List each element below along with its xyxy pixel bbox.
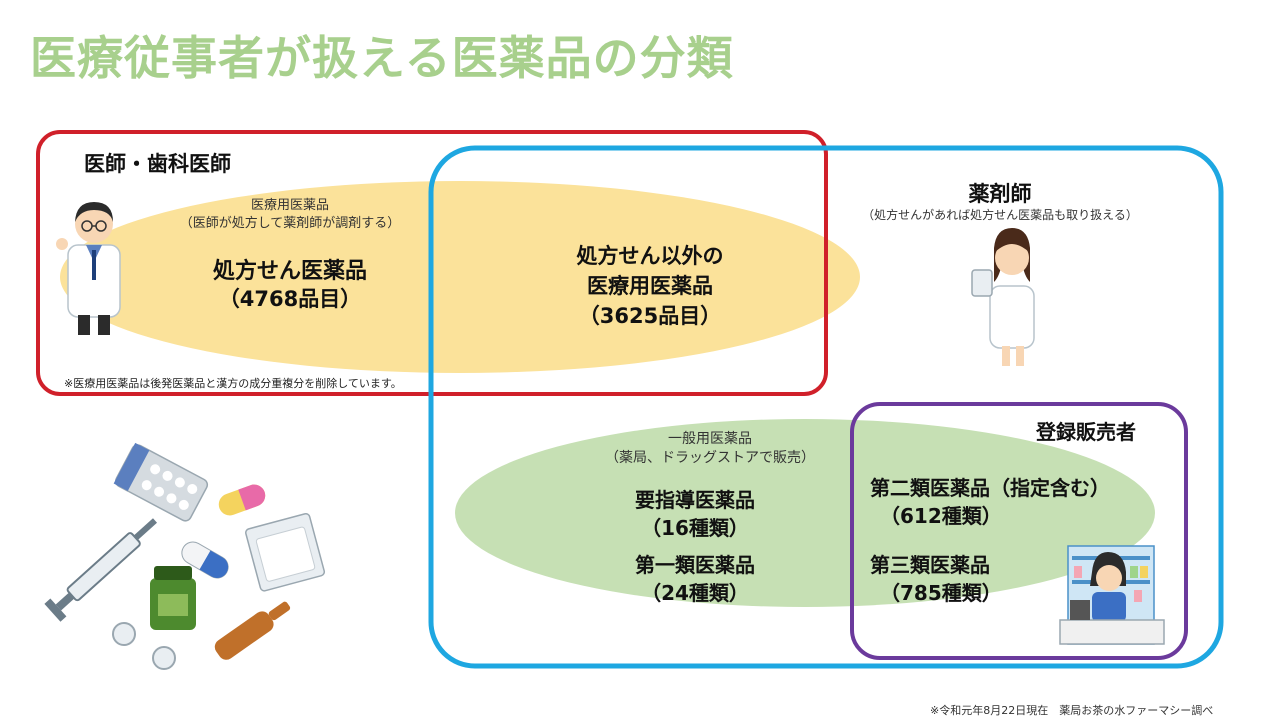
guidance-drug-count: （16種類） [641,516,749,540]
otc-category-desc: （薬局、ドラッグストアで販売） [605,450,815,466]
pharmacist-region-desc: （処方せんがあれば処方せん医薬品も取り扱える） [862,208,1138,222]
doctor-illustration-icon [56,202,121,335]
seller-region-label: 登録販売者 [1036,420,1136,444]
otc-category-label: 一般用医薬品 [668,431,752,447]
source-note: ※令和元年8月22日現在 薬局お茶の水ファーマシー調べ [930,704,1214,717]
rx-drug-count: （4768品目） [218,287,362,311]
pharmacist-region-border [428,145,1224,669]
otc-ellipse [455,419,1155,607]
guidance-drug-name: 要指導医薬品 [635,488,755,512]
non-rx-drug-name-line2: 医療用医薬品 [587,274,713,298]
store-clerk-illustration-icon [1059,545,1165,645]
pharmacist-illustration-icon [971,228,1035,366]
medicine-illustration-icon [44,442,326,670]
prescription-category-label: 医療用医薬品 [250,198,329,213]
class3-drug-name: 第三類医薬品 [870,553,990,577]
non-rx-drug-name-line1: 処方せん以外の [576,244,724,268]
seller-region-border [850,402,1188,660]
class2-drug-count: （612種類） [880,504,1002,528]
class1-drug-count: （24種類） [641,581,749,605]
prescription-category-desc: （医師が処方して薬剤師が調剤する） [179,216,401,231]
class1-drug-name: 第一類医薬品 [635,553,755,577]
class2-drug-name: 第二類医薬品（指定含む） [870,476,1110,500]
doctor-region-label: 医師・歯科医師 [84,152,231,176]
rx-drug-name: 処方せん医薬品 [212,259,367,284]
pharmacist-region-label: 薬剤師 [968,182,1032,206]
footnote: ※医療用医薬品は後発医薬品と漢方の成分重複分を削除しています。 [64,377,402,390]
non-rx-drug-count: （3625品目） [578,304,722,328]
prescription-ellipse [60,181,860,373]
class3-drug-count: （785種類） [880,581,1002,605]
page-title: 医療従事者が扱える医薬品の分類 [30,31,734,85]
